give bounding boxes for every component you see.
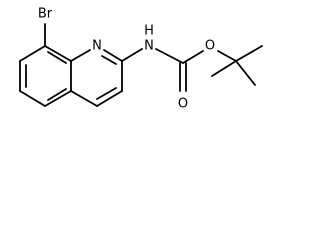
bond-n-c xyxy=(155,48,184,64)
atom-label-carbonyl-oxygen: O xyxy=(178,97,188,112)
tert-butyl-group xyxy=(211,45,263,86)
bond xyxy=(70,90,98,107)
bond xyxy=(19,90,46,107)
pyridine-ring xyxy=(70,49,123,107)
bond xyxy=(44,45,72,62)
benzene-ring xyxy=(19,45,72,107)
atom-label-ring-nitrogen: N xyxy=(92,39,102,54)
bond-c-o xyxy=(182,50,204,64)
atom-label-amide-hydrogen: H xyxy=(144,24,154,39)
chemical-structure: Br N H N O O xyxy=(19,7,263,112)
double-bond-inner xyxy=(96,87,117,100)
bond xyxy=(235,60,256,86)
atom-label-bromine: Br xyxy=(38,7,53,22)
bond xyxy=(103,49,123,62)
double-bond-inner xyxy=(101,55,117,65)
bond xyxy=(211,60,237,77)
bond-c-n xyxy=(121,48,143,62)
bond xyxy=(96,90,123,107)
double-bond-inner xyxy=(47,51,67,64)
bond xyxy=(235,45,263,62)
atom-label-amide-nitrogen: N xyxy=(144,39,154,54)
atom-label-ester-oxygen: O xyxy=(205,39,215,54)
bond xyxy=(19,45,46,62)
double-bond-inner xyxy=(47,88,67,101)
bond xyxy=(44,90,72,107)
bond-o-c xyxy=(217,50,237,62)
bond xyxy=(70,49,91,62)
